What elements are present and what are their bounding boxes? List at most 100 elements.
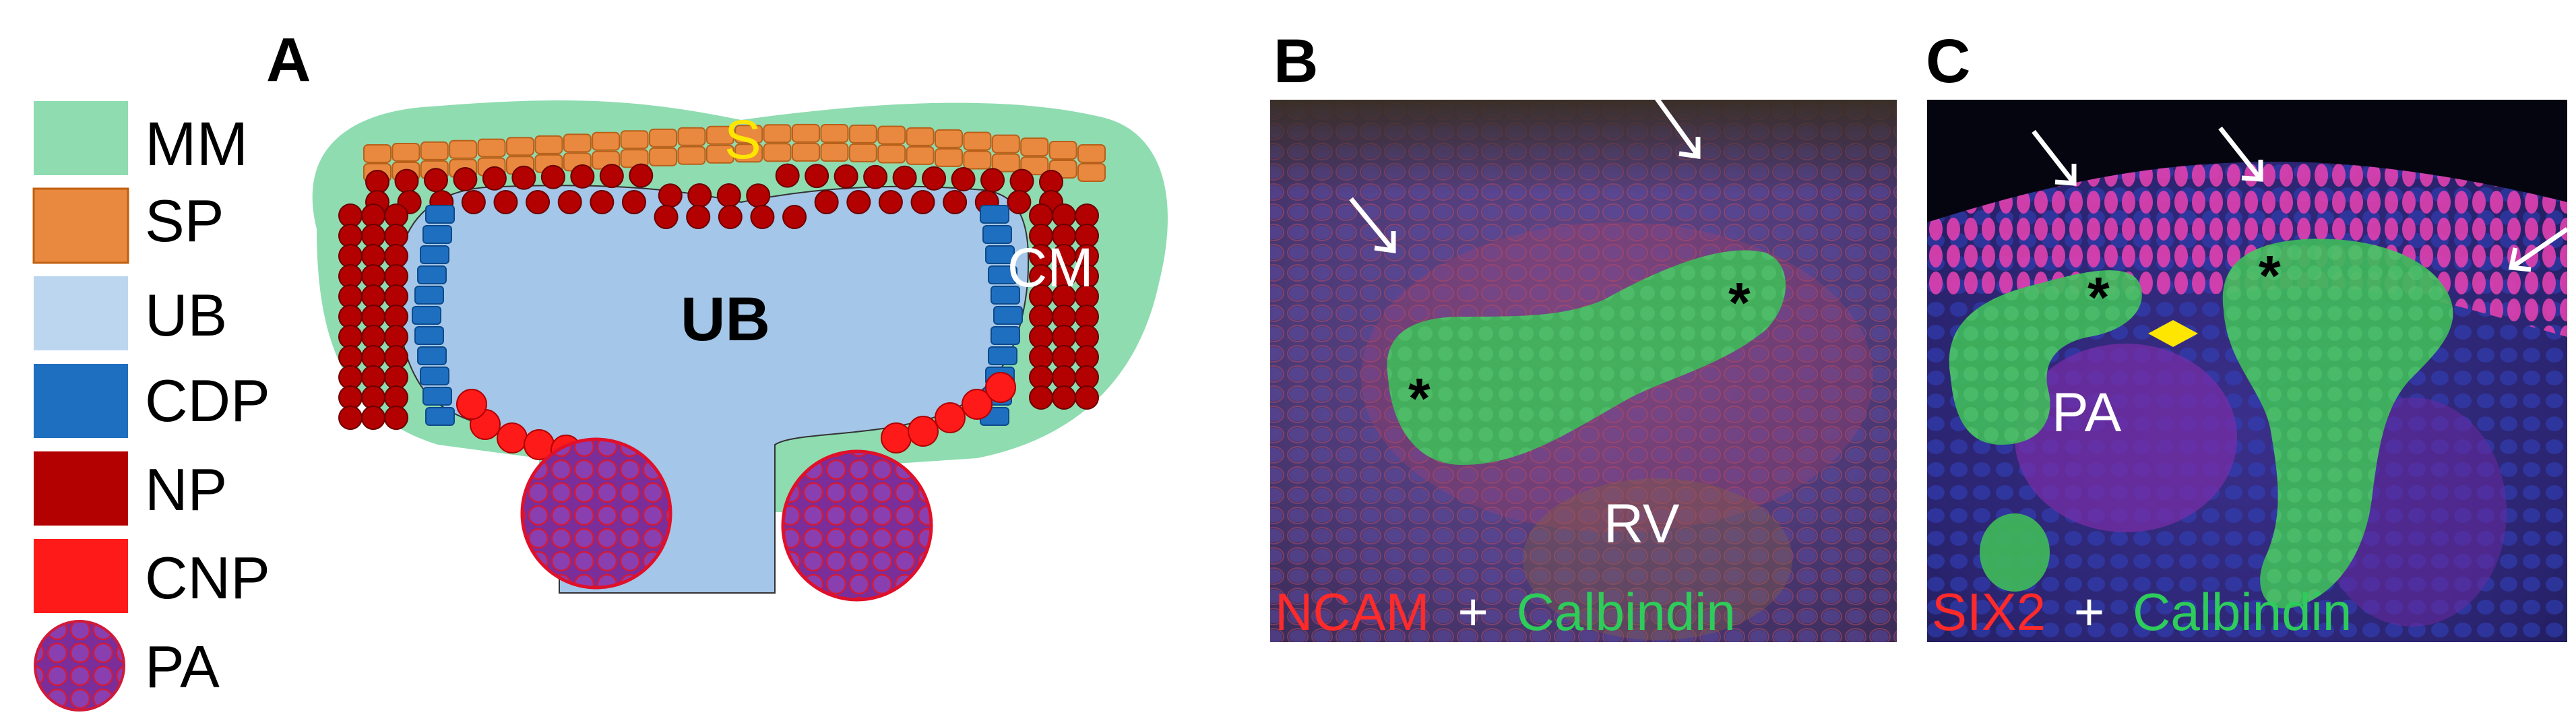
np-cell [570,164,595,189]
legend-label-cdp: CDP [145,367,270,434]
np-cell [384,345,408,369]
legend-label-sp: SP [145,187,224,254]
np-cell [834,164,858,189]
cdp-cell [414,326,444,345]
cdp-cell [985,245,1015,264]
calbindin-tubule-c-small [1980,513,2050,592]
np-cell [384,406,408,430]
sp-cell [705,144,734,164]
sp-cell [677,127,706,146]
micrograph-c: * * PA SIX2 + Calbindin [1927,100,2567,642]
np-cell [718,205,743,229]
stain-plus-b: + [1457,582,1488,641]
sp-cell [848,143,877,162]
np-cell [846,190,871,214]
np-cell [338,385,363,410]
np-cell [361,203,385,228]
np-cell [943,190,968,214]
pa-cluster-left [520,437,672,590]
panel-letter-c: C [1926,27,1970,96]
stain-caption-c: SIX2 + Calbindin [1932,582,2352,641]
label-ub-diagram: UB [681,285,770,354]
np-cell [910,190,935,214]
np-cell [654,205,679,229]
cdp-cell [425,205,455,224]
legend-swatch-sp [32,187,129,264]
cnp-cell [456,389,487,420]
sp-cell [1020,156,1049,176]
np-cell [394,168,419,193]
np-cell [338,203,363,228]
np-cell [361,406,385,430]
np-cell [338,345,363,369]
arrow-c-2 [2218,126,2263,182]
np-cell [1075,365,1099,389]
np-cell [1029,305,1053,329]
stain-plus-c: + [2074,582,2105,641]
np-cell [453,167,478,192]
np-cell [805,164,829,189]
legend-swatch-ub [34,276,128,350]
np-cell [1052,345,1076,369]
np-cell [361,345,385,369]
stain-calbindin-c: Calbindin [2133,582,2352,641]
sp-cell [906,146,935,165]
np-cell [338,406,363,430]
np-cell [540,164,565,189]
stain-caption-b: NCAM + Calbindin [1275,582,1736,641]
cdp-cell [991,286,1020,305]
np-cell [338,305,363,329]
np-cell [361,365,385,389]
cnp-cell [497,422,528,453]
cnp-cell [881,422,912,453]
np-cell [384,305,408,329]
sp-cell [563,133,592,153]
cdp-cell [425,407,455,426]
cdp-cell [982,225,1012,244]
cdp-cell [420,245,449,264]
np-cell [863,164,888,189]
sp-cell [391,142,420,162]
np-cell [526,190,551,214]
legend-swatch-pa [34,620,125,712]
np-cell [1075,203,1099,228]
legend-label-ub: UB [145,282,227,348]
sp-cell [363,144,391,163]
np-cell [361,244,385,268]
cdp-cell [988,265,1017,284]
np-cell [686,205,711,229]
np-cell [511,165,536,190]
label-rv: RV [1604,493,1680,555]
np-cell [814,190,839,214]
sp-cell [734,125,763,144]
cnp-cell [908,416,939,447]
np-cell [361,305,385,329]
legend-label-pa: PA [145,633,220,700]
sp-cell [592,131,621,151]
sp-cell [991,153,1020,172]
cdp-cell [980,205,1009,224]
np-cell [361,224,385,248]
cdp-cell [422,387,452,406]
cnp-cell [935,402,966,433]
sp-cell [963,150,992,170]
stain-six2: SIX2 [1932,582,2046,641]
sp-cell [649,128,677,148]
np-cell [1007,190,1032,214]
panel-letter-b: B [1274,27,1318,96]
asterisk-c-right: * [2259,244,2281,307]
np-cell [384,284,408,309]
np-cell [621,190,646,214]
np-cell [922,166,947,191]
np-cell [361,385,385,410]
pa-cluster-right [781,449,933,602]
sp-cell [848,124,877,144]
np-cell [384,365,408,389]
legend-swatch-cnp [34,539,128,613]
np-cell [1075,305,1099,329]
np-cell [775,163,800,188]
np-cell [782,205,807,229]
np-cell [338,244,363,268]
cdp-cell [417,265,447,284]
sp-cell [1020,137,1049,157]
